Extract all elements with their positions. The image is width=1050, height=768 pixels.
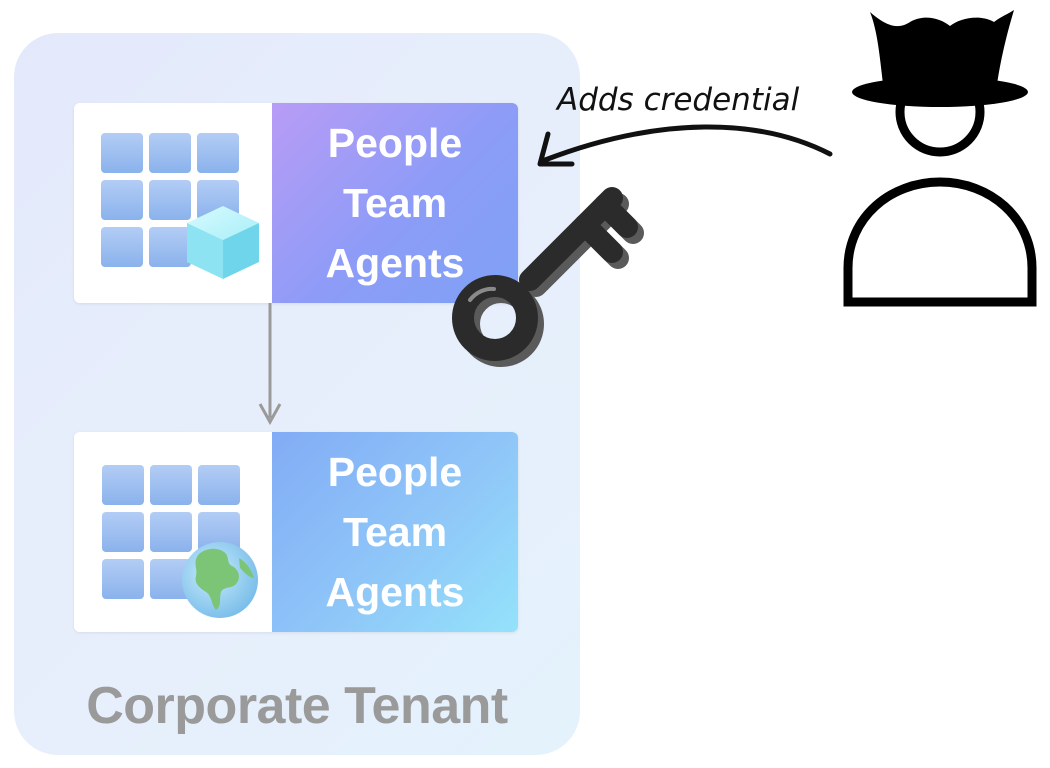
app-card-top: People Team Agents — [74, 103, 518, 303]
app-name: People Team Agents — [326, 113, 465, 293]
app-name-line: People — [327, 120, 463, 166]
app-icon-area — [74, 103, 272, 303]
app-name-panel: People Team Agents — [272, 432, 518, 632]
tenant-label: Corporate Tenant — [86, 677, 508, 735]
cube-icon — [187, 206, 259, 279]
app-name-line: Agents — [325, 569, 465, 615]
key-icon — [452, 187, 644, 367]
app-name-line: People — [327, 449, 463, 495]
adds-credential-label: Adds credential — [557, 82, 800, 118]
globe-icon — [182, 542, 258, 618]
app-name-line: Team — [342, 180, 448, 226]
adds-credential-arrow — [537, 124, 833, 167]
app-name-line: Agents — [325, 240, 465, 286]
connector-arrow — [258, 303, 282, 426]
app-name-line: Team — [342, 509, 448, 555]
app-name-panel: People Team Agents — [272, 103, 518, 303]
app-icon-area — [74, 432, 272, 632]
enterprise-app-icon — [102, 465, 258, 618]
app-card-bottom: People Team Agents — [74, 432, 518, 632]
hacker-icon — [843, 10, 1037, 307]
app-registration-icon — [101, 133, 259, 279]
app-name: People Team Agents — [326, 442, 465, 622]
